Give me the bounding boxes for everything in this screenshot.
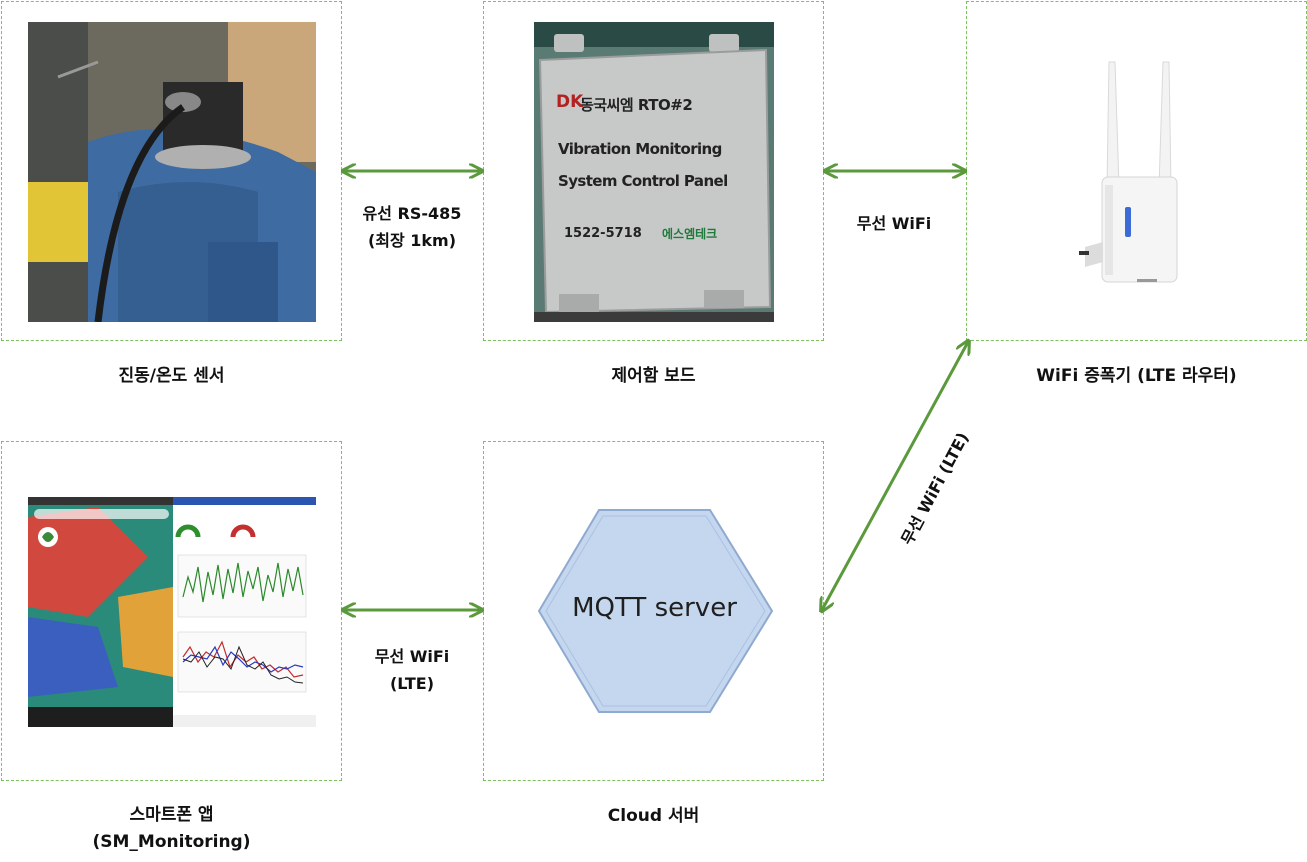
caption-app: 스마트폰 앱 (SM_Monitoring)	[92, 805, 251, 853]
panel-logo-icon: DK	[556, 92, 584, 112]
panel-line2: System Control Panel	[558, 172, 728, 190]
panel-maker: 에스엠테크	[662, 227, 718, 241]
router-box	[966, 1, 1307, 341]
arrow-router-cloud	[822, 342, 968, 610]
label-app-cloud: 무선 WiFi (LTE)	[374, 647, 450, 694]
control-box: 동국씨엠 RTO#2 DK Vibration Monitoring Syste…	[483, 1, 824, 341]
cloud-box: MQTT server	[483, 441, 824, 781]
app-box	[1, 441, 342, 781]
panel-brand: 동국씨엠 RTO#2	[580, 96, 693, 114]
app-screenshot	[28, 497, 316, 727]
mqtt-server-label: MQTT server	[572, 593, 737, 623]
router-photo	[1077, 57, 1197, 297]
label-control-router: 무선 WiFi	[856, 214, 932, 233]
panel-line1: Vibration Monitoring	[558, 140, 722, 158]
caption-control-box: 제어함 보드	[611, 366, 696, 386]
caption-cloud: Cloud 서버	[607, 806, 700, 826]
caption-sensor: 진동/온도 센서	[118, 366, 225, 386]
control-panel-photo: 동국씨엠 RTO#2 DK Vibration Monitoring Syste…	[534, 22, 774, 322]
caption-router: WiFi 증폭기 (LTE 라우터)	[1036, 366, 1237, 386]
mqtt-hexagon	[537, 509, 774, 713]
label-sensor-control: 유선 RS-485 (최장 1km)	[362, 204, 462, 251]
panel-phone: 1522-5718	[564, 226, 642, 241]
sensor-box	[1, 1, 342, 341]
sensor-photo	[28, 22, 316, 322]
